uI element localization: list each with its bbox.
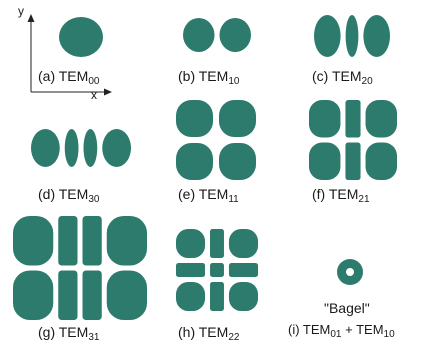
lobe-tem21-1-1 <box>345 142 361 180</box>
bagel-hole <box>346 268 354 276</box>
lobe-tem22-2-0 <box>228 229 258 259</box>
y-arrowhead <box>27 14 35 22</box>
lobe-tem31-3-0 <box>106 216 147 266</box>
lobe-tem31-0-0 <box>13 216 54 266</box>
lobe-tem31-1-1 <box>58 270 78 320</box>
lobe-tem11-1-1 <box>219 143 256 180</box>
lobe-tem20-2-0 <box>363 15 390 57</box>
lobe-tem22-1-1 <box>210 263 224 277</box>
x-axis-label: x <box>91 88 97 102</box>
lobe-tem20-0-0 <box>314 15 341 57</box>
lobe-tem31-2-1 <box>82 270 102 320</box>
caption-bagel-quote: "Bagel" <box>324 300 370 316</box>
lobe-tem31-2-0 <box>82 216 102 266</box>
lobe-tem31-3-1 <box>106 270 147 320</box>
lobe-tem21-2-1 <box>365 142 397 180</box>
lobe-tem21-1-0 <box>345 100 361 138</box>
lobe-tem22-0-2 <box>176 281 206 311</box>
lobe-tem22-2-1 <box>228 263 258 277</box>
lobe-tem30-3-0 <box>102 129 131 167</box>
lobe-tem30-2-0 <box>83 129 98 167</box>
caption-tem22: (h) TEM22 <box>178 324 240 343</box>
lobe-tem22-1-2 <box>210 281 224 311</box>
caption-bagel-mode: (i) TEM01 + TEM10 <box>288 322 395 340</box>
caption-tem11: (e) TEM11 <box>178 186 239 205</box>
lobe-tem21-0-1 <box>309 142 341 180</box>
lobe-tem22-1-0 <box>210 229 224 259</box>
lobe-tem22-0-1 <box>176 263 206 277</box>
lobe-tem00-0-0 <box>59 17 103 57</box>
caption-tem31: (g) TEM31 <box>38 324 100 343</box>
caption-tem00: (a) TEM00 <box>38 68 100 87</box>
caption-tem21: (f) TEM21 <box>312 186 370 205</box>
lobe-tem22-2-2 <box>228 281 258 311</box>
lobe-tem21-2-0 <box>365 100 397 138</box>
caption-tem10: (b) TEM10 <box>178 68 240 87</box>
lobe-tem22-0-0 <box>176 229 206 259</box>
caption-tem30: (d) TEM30 <box>38 186 100 205</box>
lobe-tem31-1-0 <box>58 216 78 266</box>
lobe-tem11-1-0 <box>219 100 256 137</box>
lobe-tem10-0-0 <box>183 18 215 52</box>
lobe-tem30-1-0 <box>64 129 79 167</box>
lobe-tem11-0-0 <box>176 100 213 137</box>
x-arrowhead <box>104 88 112 96</box>
axes-arrows <box>27 14 112 96</box>
lobe-tem10-1-0 <box>219 18 251 52</box>
lobe-tem20-1-0 <box>345 15 359 57</box>
lobe-tem31-0-1 <box>13 270 54 320</box>
lobe-tem11-0-1 <box>176 143 213 180</box>
lobe-tem30-0-0 <box>31 129 60 167</box>
y-axis-label: y <box>18 4 24 18</box>
caption-tem20: (c) TEM20 <box>312 68 373 87</box>
lobe-tem21-0-0 <box>309 100 341 138</box>
